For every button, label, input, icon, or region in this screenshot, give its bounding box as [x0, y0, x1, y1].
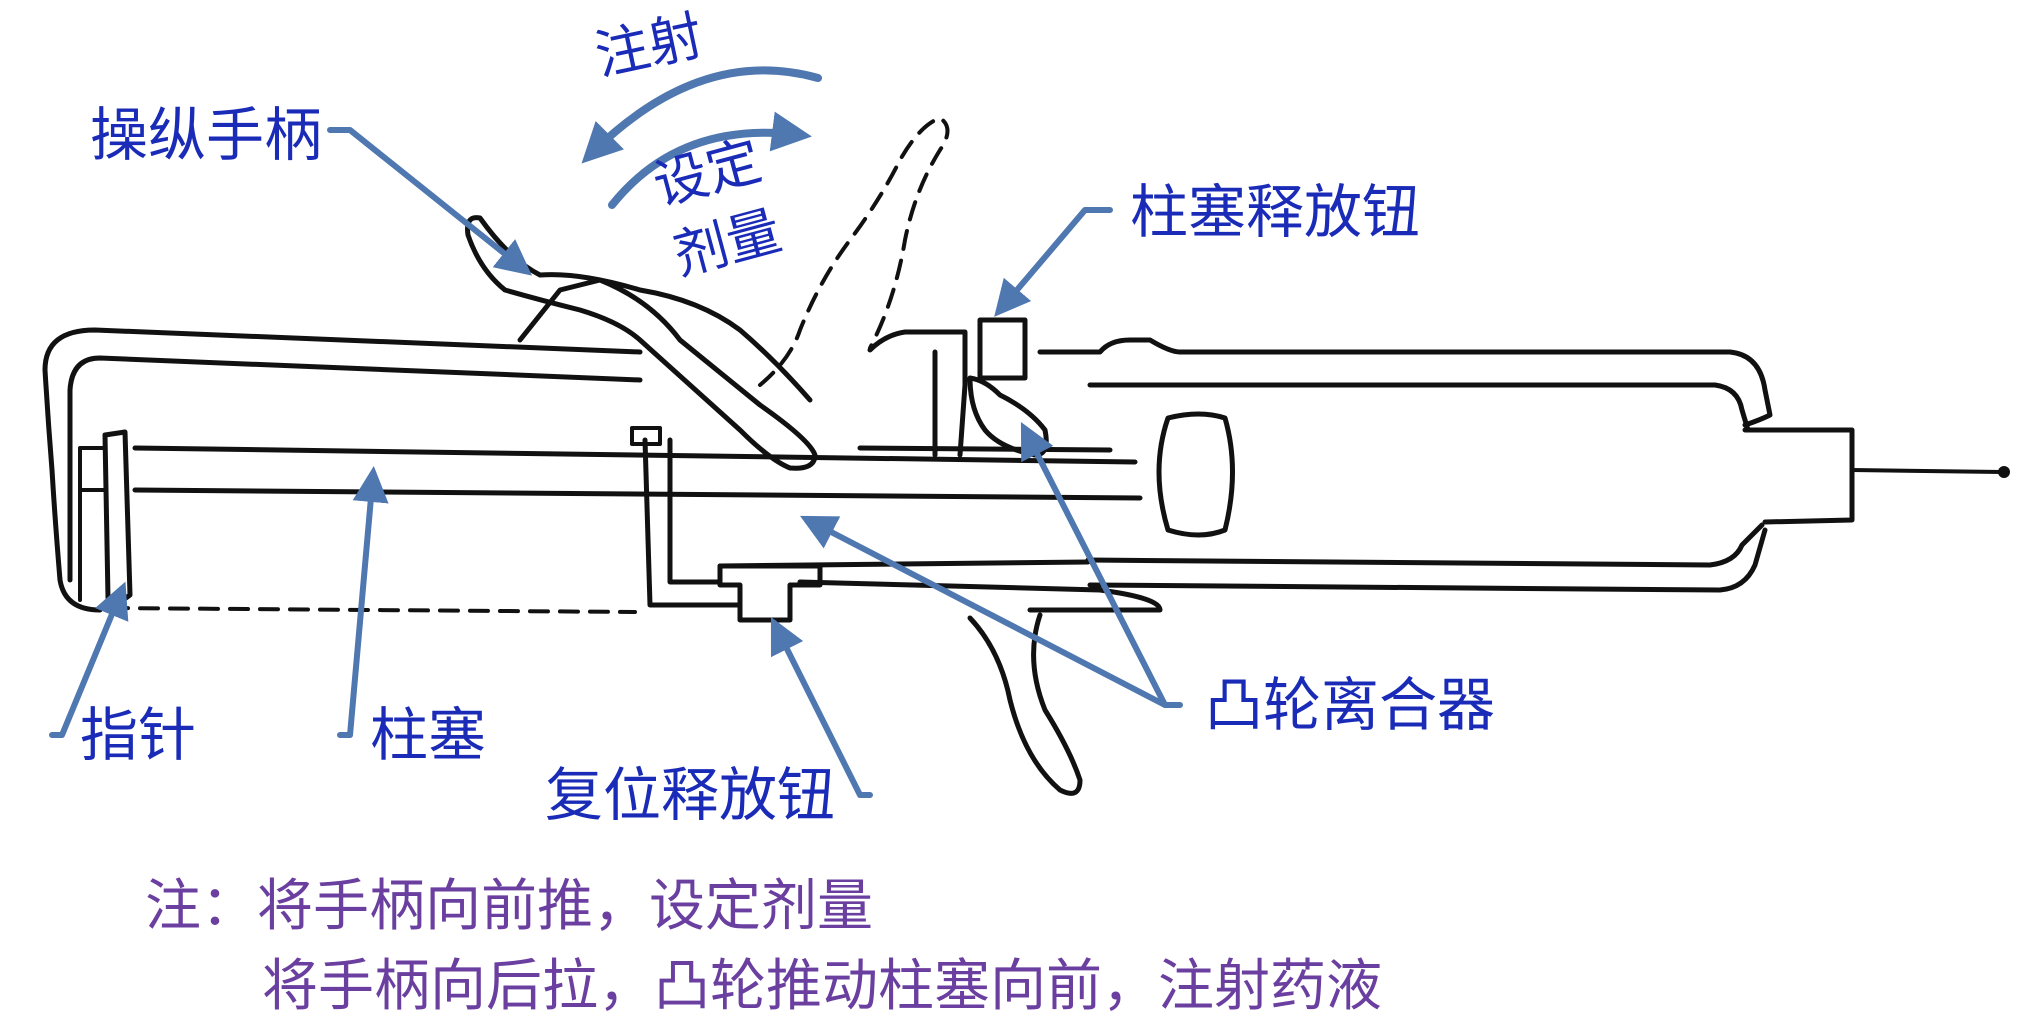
needle: [1852, 470, 2002, 472]
lower-housing: [645, 440, 1088, 605]
plunger-leader: [340, 475, 373, 735]
plunger-rod-bottom: [135, 490, 1140, 498]
plunger-label: 柱塞: [370, 701, 486, 769]
motion-arrows: 注射 设定 剂量: [590, 4, 818, 288]
needle-tip: [1998, 466, 2010, 478]
trigger-grip: [970, 615, 1080, 793]
handle-leader: [330, 130, 525, 270]
dashed-base: [110, 608, 635, 612]
reset-release-label: 复位释放钮: [545, 761, 835, 829]
body-outer-top: [45, 330, 640, 610]
plunger-rod-mid: [860, 448, 1110, 450]
barrel-inner: [1090, 385, 1748, 430]
pointer-plate: [105, 432, 130, 601]
plunger-release-label: 柱塞释放钮: [1130, 178, 1420, 246]
cam-clutch-leader-2: [1025, 430, 1165, 705]
barrel-bottom: [1088, 525, 1762, 565]
note: 注：将手柄向前推，设定剂量 将手柄向后拉，凸轮推动柱塞向前，注射药液: [145, 874, 1382, 1019]
plunger-release-box: [980, 320, 1025, 378]
note-line-2: 将手柄向后拉，凸轮推动柱塞向前，注射药液: [262, 954, 1382, 1019]
pointer-stem: [80, 448, 105, 600]
handle-label: 操纵手柄: [90, 101, 322, 169]
cam-clutch-label: 凸轮离合器: [1205, 671, 1495, 739]
inject-label: 注射: [590, 4, 709, 88]
device-drawing: [45, 118, 2010, 793]
note-line-1: 注：将手柄向前推，设定剂量: [145, 874, 873, 939]
upper-slot: [870, 332, 965, 455]
plunger-release-leader: [1000, 210, 1110, 310]
reset-release-knob: [720, 566, 820, 620]
body-inner-top: [70, 358, 640, 580]
nozzle: [1745, 430, 1852, 522]
handle-dashed: [760, 118, 948, 385]
inner-bulb: [1159, 414, 1233, 535]
set-dose-label-line2: 剂量: [667, 199, 788, 288]
pointer-label: 指针: [80, 701, 196, 769]
